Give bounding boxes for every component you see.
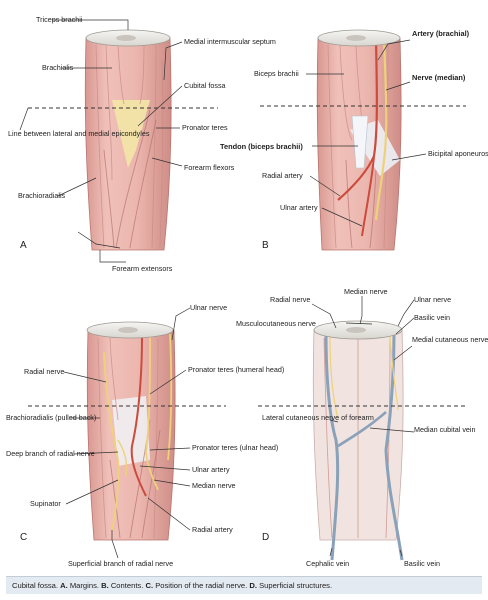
label-radial-nerve-d: Radial nerve <box>270 295 310 304</box>
median-nerve-b <box>374 39 388 221</box>
caption-d-key: D. <box>249 581 257 590</box>
label-pronator-teres-humeral: Pronator teres (humeral head) <box>188 365 284 374</box>
label-artery-brachial: Artery (brachial) <box>412 29 470 38</box>
panel-letter-b: B <box>262 240 269 251</box>
panel-c: C Ulnar nerve Radial nerve Pronator tere… <box>6 303 284 568</box>
caption-b-text: Contents. <box>110 581 144 590</box>
median-cubital-vein-d <box>337 411 387 448</box>
cubital-fossa-area <box>112 100 150 168</box>
label-brachialis: Brachialis <box>42 63 74 72</box>
label-ulnar-artery-c: Ulnar artery <box>192 465 230 474</box>
panel-d: D Radial nerve Median nerve Ulnar nerve … <box>236 287 488 568</box>
label-pronator-teres-a: Pronator teres <box>182 123 228 132</box>
label-ulnar-artery-b: Ulnar artery <box>280 203 318 212</box>
label-median-nerve-d: Median nerve <box>344 287 388 296</box>
label-median-nerve-c: Median nerve <box>192 481 236 490</box>
label-basilic-vein-bottom: Basilic vein <box>404 559 440 568</box>
medial-cutaneous-nerve-d <box>389 335 399 411</box>
cephalic-vein-d <box>324 333 340 561</box>
label-pronator-teres-ulnar: Pronator teres (ulnar head) <box>192 443 278 452</box>
label-medial-intermuscular-septum: Medial intermuscular septum <box>184 37 276 46</box>
label-forearm-flexors: Forearm flexors <box>184 163 235 172</box>
label-deep-branch-radial: Deep branch of radial nerve <box>6 449 95 458</box>
arm-a <box>84 29 172 251</box>
arm-d <box>312 320 404 561</box>
label-lateral-cutaneous: Lateral cutaneous nerve of forearm <box>262 413 374 422</box>
panel-b: B Biceps brachii Artery (brachial) Nerve… <box>220 29 488 251</box>
label-radial-nerve-c: Radial nerve <box>24 367 64 376</box>
label-musculocutaneous-nerve: Musculocutaneous nerve <box>236 319 316 328</box>
panel-a: A Triceps brachii Brachialis Medial inte… <box>8 15 276 273</box>
label-ulnar-nerve-d: Ulnar nerve <box>414 295 451 304</box>
label-ulnar-nerve-c: Ulnar nerve <box>190 303 227 312</box>
arm-c <box>86 321 176 541</box>
caption-d-text: Superficial structures. <box>259 581 333 590</box>
panel-letter-c: C <box>20 532 27 543</box>
label-bicipital-aponeurosis: Bicipital aponeurosis <box>428 149 488 158</box>
label-forearm-extensors: Forearm extensors <box>112 264 173 273</box>
label-radial-artery-c: Radial artery <box>192 525 233 534</box>
label-tendon-biceps: Tendon (biceps brachii) <box>220 142 303 151</box>
label-biceps-brachii: Biceps brachii <box>254 69 299 78</box>
caption-c-key: C. <box>145 581 154 590</box>
ulnar-nerve-c <box>167 333 173 461</box>
median-nerve-c <box>145 335 159 491</box>
label-radial-artery-b: Radial artery <box>262 171 303 180</box>
label-supinator: Supinator <box>30 499 61 508</box>
panel-letter-a: A <box>20 240 27 251</box>
radial-nerve-c <box>103 351 120 531</box>
label-brachioradialis-pulled: Brachioradialis (pulled back) <box>6 413 96 422</box>
label-basilic-vein-top: Basilic vein <box>414 313 450 322</box>
brachial-artery-b <box>337 39 378 201</box>
label-brachioradialis-a: Brachioradialis <box>18 191 66 200</box>
arm-b <box>316 29 402 251</box>
ulnar-artery-b <box>361 155 375 237</box>
caption-b-key: B. <box>101 581 109 590</box>
label-superficial-branch-radial: Superficial branch of radial nerve <box>68 559 173 568</box>
artery-c <box>130 335 147 497</box>
label-nerve-median: Nerve (median) <box>412 73 466 82</box>
label-cubital-fossa: Cubital fossa <box>184 81 226 90</box>
biceps-tendon <box>351 115 369 169</box>
deep-branch-radial-nerve <box>117 439 128 477</box>
panel-letter-d: D <box>262 532 269 543</box>
label-triceps-brachii: Triceps brachii <box>36 15 83 24</box>
lateral-cutaneous-nerve-d <box>329 335 339 421</box>
caption-c-text: Position of the radial nerve. <box>155 581 248 590</box>
label-line-between-epicondyles: Line between lateral and medial epicondy… <box>8 129 150 138</box>
label-medial-cutaneous: Medial cutaneous nerve of forearm <box>412 335 488 344</box>
label-median-cubital-vein: Median cubital vein <box>414 425 476 434</box>
label-cephalic-vein: Cephalic vein <box>306 559 349 568</box>
caption-title: Cubital fossa. <box>12 581 59 590</box>
caption-a-text: Margins. <box>69 581 99 590</box>
figure-caption: Cubital fossa. A. Margins. B. Contents. … <box>6 576 482 594</box>
caption-a-key: A. <box>60 581 68 590</box>
